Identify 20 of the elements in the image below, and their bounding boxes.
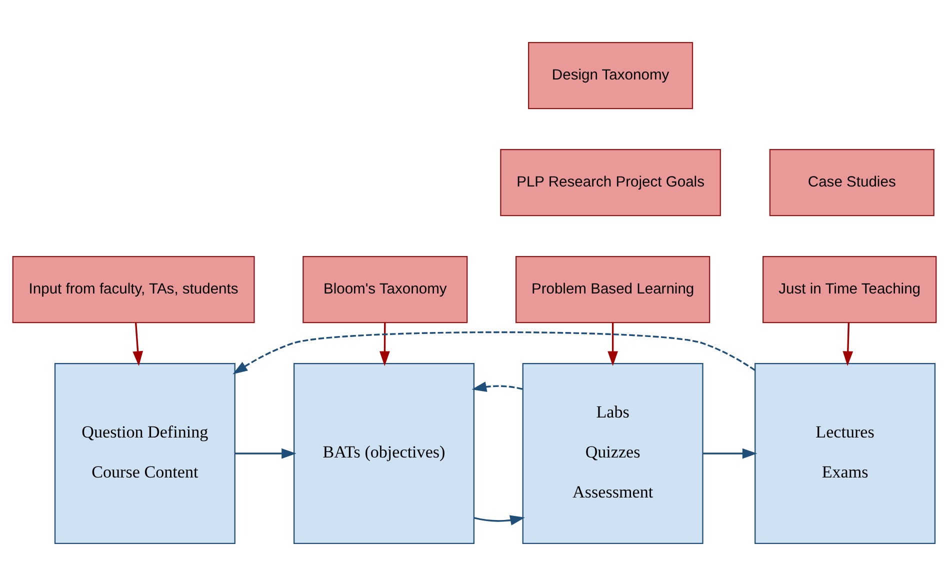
node-box: Bloom's Taxonomy: [302, 256, 468, 323]
arrow: [608, 322, 618, 366]
node-box: Question Defining Course Content: [54, 362, 236, 544]
node-box: Input from faculty, TAs, students: [12, 256, 255, 323]
node-box: BATs (objectives): [294, 362, 474, 544]
node-box: Labs Quizzes Assessment: [522, 362, 704, 544]
arrow: [472, 381, 523, 392]
arrow: [132, 322, 143, 366]
arrow: [232, 330, 756, 374]
node-box: Design Taxonomy: [528, 41, 694, 109]
node-box: Just in Time Teaching: [762, 256, 937, 323]
node-box: PLP Research Project Goals: [500, 148, 721, 216]
node-box: Problem Based Learning: [515, 256, 710, 323]
arrow: [703, 448, 758, 458]
arrow: [235, 448, 296, 458]
arrow: [380, 322, 390, 366]
node-box: Case Studies: [769, 148, 934, 216]
arrow: [474, 514, 525, 525]
node-box: Lectures Exams: [754, 362, 936, 544]
arrow: [842, 322, 854, 366]
